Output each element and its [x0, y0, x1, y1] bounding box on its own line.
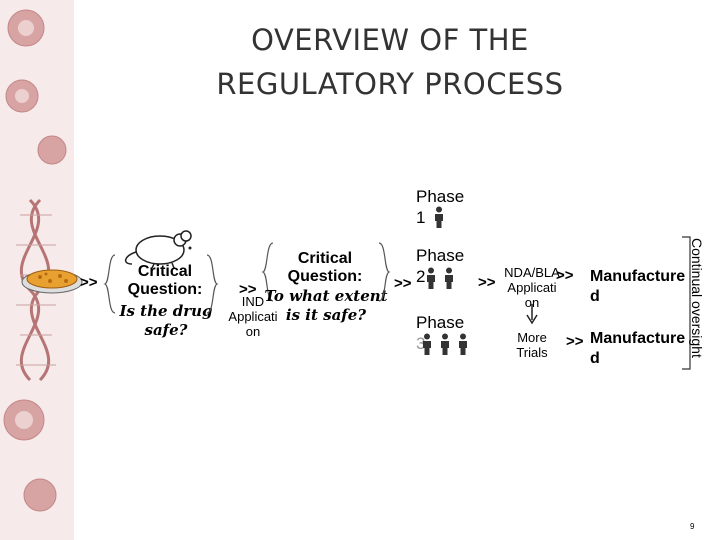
phase-2-number: 2: [416, 267, 426, 286]
more-trials-line-2: Trials: [516, 345, 548, 360]
nda-line-1: NDA/BLA: [504, 265, 560, 280]
outcome-manufactured-1: Manufacture d: [590, 267, 685, 307]
brace-right-1: [206, 254, 219, 314]
preclinical-critical-question: Critical Question:: [118, 263, 212, 299]
arrow-6: >>: [566, 333, 584, 350]
outcome-1-line-1: Manufacture: [590, 268, 686, 285]
more-trials-line-1: More: [517, 330, 547, 345]
outcome-2-line-2: d: [590, 350, 600, 367]
page-number: 9: [690, 522, 695, 531]
outcome-manufactured-2: Manufacture d: [590, 329, 685, 369]
preclinical-question: Is the drug safe?: [114, 302, 218, 340]
more-trials: More Trials: [504, 330, 560, 360]
clinical-critical-question: Critical Question:: [270, 250, 380, 286]
arrow-4: >>: [478, 274, 496, 291]
arrow-1: >>: [80, 274, 98, 291]
continual-oversight-label: Continual oversight: [689, 238, 715, 378]
brace-left-1: [103, 254, 116, 314]
phase-1-number: 1: [416, 208, 426, 227]
ind-application: IND Applicati on: [218, 294, 288, 339]
person-icon: [427, 267, 435, 289]
nda-line-2: Applicati: [507, 280, 557, 295]
person-icon: [435, 206, 443, 228]
down-arrow-icon: [526, 304, 538, 325]
clinical-q-line-2: is it safe?: [285, 306, 367, 324]
title-line-2: REGULATORY PROCESS: [216, 67, 564, 101]
phase-2-label: Phase: [416, 246, 465, 265]
person-icon: [459, 333, 467, 355]
person-icon: [445, 267, 453, 289]
arrow-3: >>: [394, 275, 412, 292]
nda-bla-application: NDA/BLA Applicati on: [494, 265, 570, 310]
person-icon: [441, 333, 449, 355]
ind-line-1: IND: [241, 294, 265, 309]
phase-3: Phase 3: [416, 312, 464, 354]
phase-1: Phase 1: [416, 186, 464, 228]
person-icon: [423, 333, 431, 355]
clinical-question: To what extent is it safe?: [264, 287, 388, 325]
nda-line-3: on: [524, 295, 540, 310]
preclinical-q-line-1: Is the drug: [119, 302, 213, 320]
title-line-1: OVERVIEW OF THE: [251, 23, 529, 57]
arrow-5: >>: [556, 267, 574, 284]
arrow-2: >>: [239, 281, 257, 298]
clinical-cq-line-2: Question:: [287, 268, 363, 285]
phase-2: Phase 2: [416, 245, 464, 287]
petri-dish-icon: [21, 269, 83, 294]
clinical-cq-line-1: Critical: [297, 250, 353, 267]
preclinical-cq-line-2: Question:: [127, 281, 203, 298]
oversight-bracket: [682, 236, 691, 370]
ind-line-2: Applicati: [228, 309, 278, 324]
mouse-icon: [124, 230, 192, 269]
brace-left-2: [261, 242, 274, 302]
clinical-q-line-1: To what extent: [264, 287, 388, 305]
phase-3-label: Phase: [416, 313, 465, 332]
brace-right-2: [378, 242, 391, 302]
continual-oversight-text: Continual oversight: [689, 238, 705, 358]
phase-1-label: Phase: [416, 187, 465, 206]
page-title: OVERVIEW OF THE REGULATORY PROCESS: [140, 18, 640, 106]
phase-3-number: 3: [416, 334, 426, 353]
outcome-1-line-2: d: [590, 288, 600, 305]
preclinical-cq-line-1: Critical: [137, 263, 193, 280]
preclinical-q-line-2: safe?: [144, 321, 188, 339]
outcome-2-line-1: Manufacture: [590, 330, 686, 347]
ind-line-3: on: [245, 324, 261, 339]
